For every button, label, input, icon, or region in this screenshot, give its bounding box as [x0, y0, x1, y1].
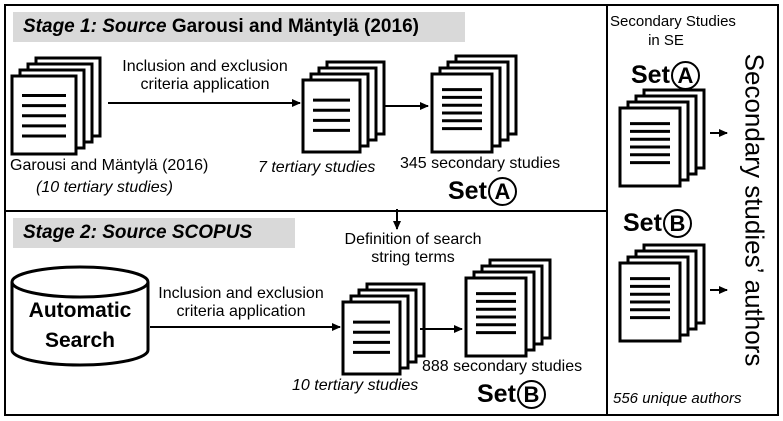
right-set-a-docs-stack: [618, 88, 706, 188]
set-b-circle: B: [516, 380, 546, 409]
stage1-tertiary-docs-stack: [301, 60, 386, 154]
stage1-inclusion-criteria: Inclusion and exclusion criteria applica…: [122, 58, 288, 93]
right-panel-title: Secondary Studies in SE: [610, 13, 736, 49]
secondary-authors-vertical-label: Secondary studies’ authors: [739, 53, 770, 367]
stage2-inclusion-criteria: Inclusion and exclusion criteria applica…: [158, 285, 324, 320]
stage2-secondary-caption: 888 secondary studies: [422, 358, 583, 375]
right-set-b-docs-stack: [618, 243, 706, 343]
stage1-label-prefix: Stage 1: Source: [23, 16, 167, 37]
stage1-label: Stage 1: Source Garousi and Mäntylä (201…: [13, 12, 465, 42]
document-sheet: [301, 78, 362, 154]
stage2-definition-search-terms: Definition of search string terms: [344, 231, 482, 266]
stage2-label: Stage 2: Source SCOPUS: [13, 218, 295, 248]
unique-authors-caption: 556 unique authors: [613, 390, 742, 407]
stage2-tertiary-docs-stack: [341, 282, 426, 376]
stage1-source-docs-stack: [10, 56, 102, 156]
right-set-a-circle: A: [670, 61, 700, 90]
document-sheet: [341, 300, 402, 376]
stage2-tertiary-caption: 10 tertiary studies: [292, 377, 419, 394]
stage2-secondary-docs-stack: [464, 258, 552, 358]
stage1-secondary-caption: 345 secondary studies: [400, 155, 561, 172]
stage1-source-count: (10 tertiary studies): [36, 179, 173, 196]
stage1-secondary-docs-stack: [430, 54, 518, 154]
stage1-source-caption: Garousi and Mäntylä (2016): [10, 157, 209, 174]
stage1-tertiary-caption: 7 tertiary studies: [258, 159, 376, 176]
set-a-circle: A: [487, 177, 517, 206]
stage1-label-source: Garousi and Mäntylä (2016): [171, 16, 419, 37]
automatic-search-cylinder: [10, 265, 150, 367]
right-set-b-circle: B: [662, 209, 692, 238]
automatic-search-label: Automatic Search: [28, 299, 132, 352]
